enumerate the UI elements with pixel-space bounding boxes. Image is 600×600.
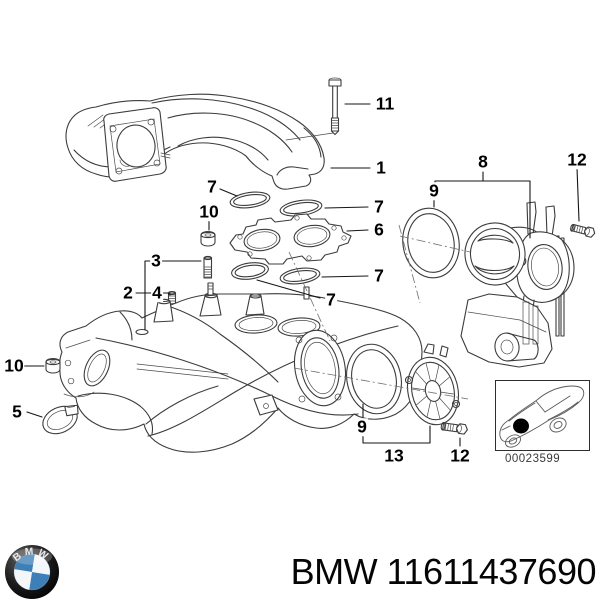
throttle-body-8-drawing: [460, 201, 575, 368]
leader-lines: [23, 103, 580, 447]
roundel-quadrants: [14, 554, 50, 590]
callout-3: 3: [150, 250, 162, 271]
upper-manifold-drawing: [65, 93, 325, 190]
thumbnail-code: 00023599: [505, 453, 560, 465]
cap-nut-10b-icon: [45, 357, 61, 374]
center-lines: [288, 224, 471, 400]
callout-2: 2: [122, 282, 134, 303]
callout-9-b: 9: [356, 416, 368, 437]
lower-manifold-drawing: [59, 282, 423, 453]
manifold-flange: [103, 107, 167, 182]
exploded-diagram: 00023599: [23, 77, 596, 465]
oring-7c-icon: [231, 262, 269, 280]
callout-7-c: 7: [373, 265, 385, 286]
example-car-thumbnail: 00023599: [495, 380, 590, 465]
callout-1: 1: [375, 157, 387, 178]
plate-6-drawing: [229, 213, 352, 265]
bolt-12a-icon: [570, 223, 596, 238]
callout-11: 11: [374, 93, 396, 114]
callout-13: 13: [383, 445, 405, 466]
car-icon: [499, 385, 585, 448]
bmw-logo-icon: BMW: [3, 544, 61, 600]
callout-7-d: 7: [325, 289, 337, 310]
callout-12-a: 12: [566, 149, 588, 170]
part-number-text: BMW 11611437690: [290, 551, 597, 592]
adapter-flange-13-drawing: [404, 343, 461, 426]
clamp-5-icon: [42, 404, 79, 435]
oring-9b-icon: [346, 343, 402, 415]
callout-4: 4: [151, 282, 163, 303]
callout-5: 5: [11, 401, 23, 422]
manifold-throttle-flange: [293, 329, 347, 407]
oring-9a-icon: [402, 207, 460, 279]
callout-10-a: 10: [198, 201, 220, 222]
callout-12-b: 12: [449, 445, 471, 466]
callout-9-a: 9: [428, 180, 440, 201]
callout-6: 6: [373, 219, 385, 240]
callout-10-b: 10: [3, 355, 25, 376]
callout-7-b: 7: [373, 196, 385, 217]
callout-8: 8: [477, 151, 489, 172]
oring-7a-icon: [229, 191, 271, 209]
cap-nut-10a-icon: [200, 230, 216, 247]
bolt-12b-icon: [440, 422, 468, 435]
stud-3-icon: [203, 255, 213, 279]
oring-7d-icon: [279, 267, 321, 285]
bolt-11-icon: [285, 77, 342, 141]
callout-7-a: 7: [206, 176, 218, 197]
location-dot: [513, 418, 529, 434]
